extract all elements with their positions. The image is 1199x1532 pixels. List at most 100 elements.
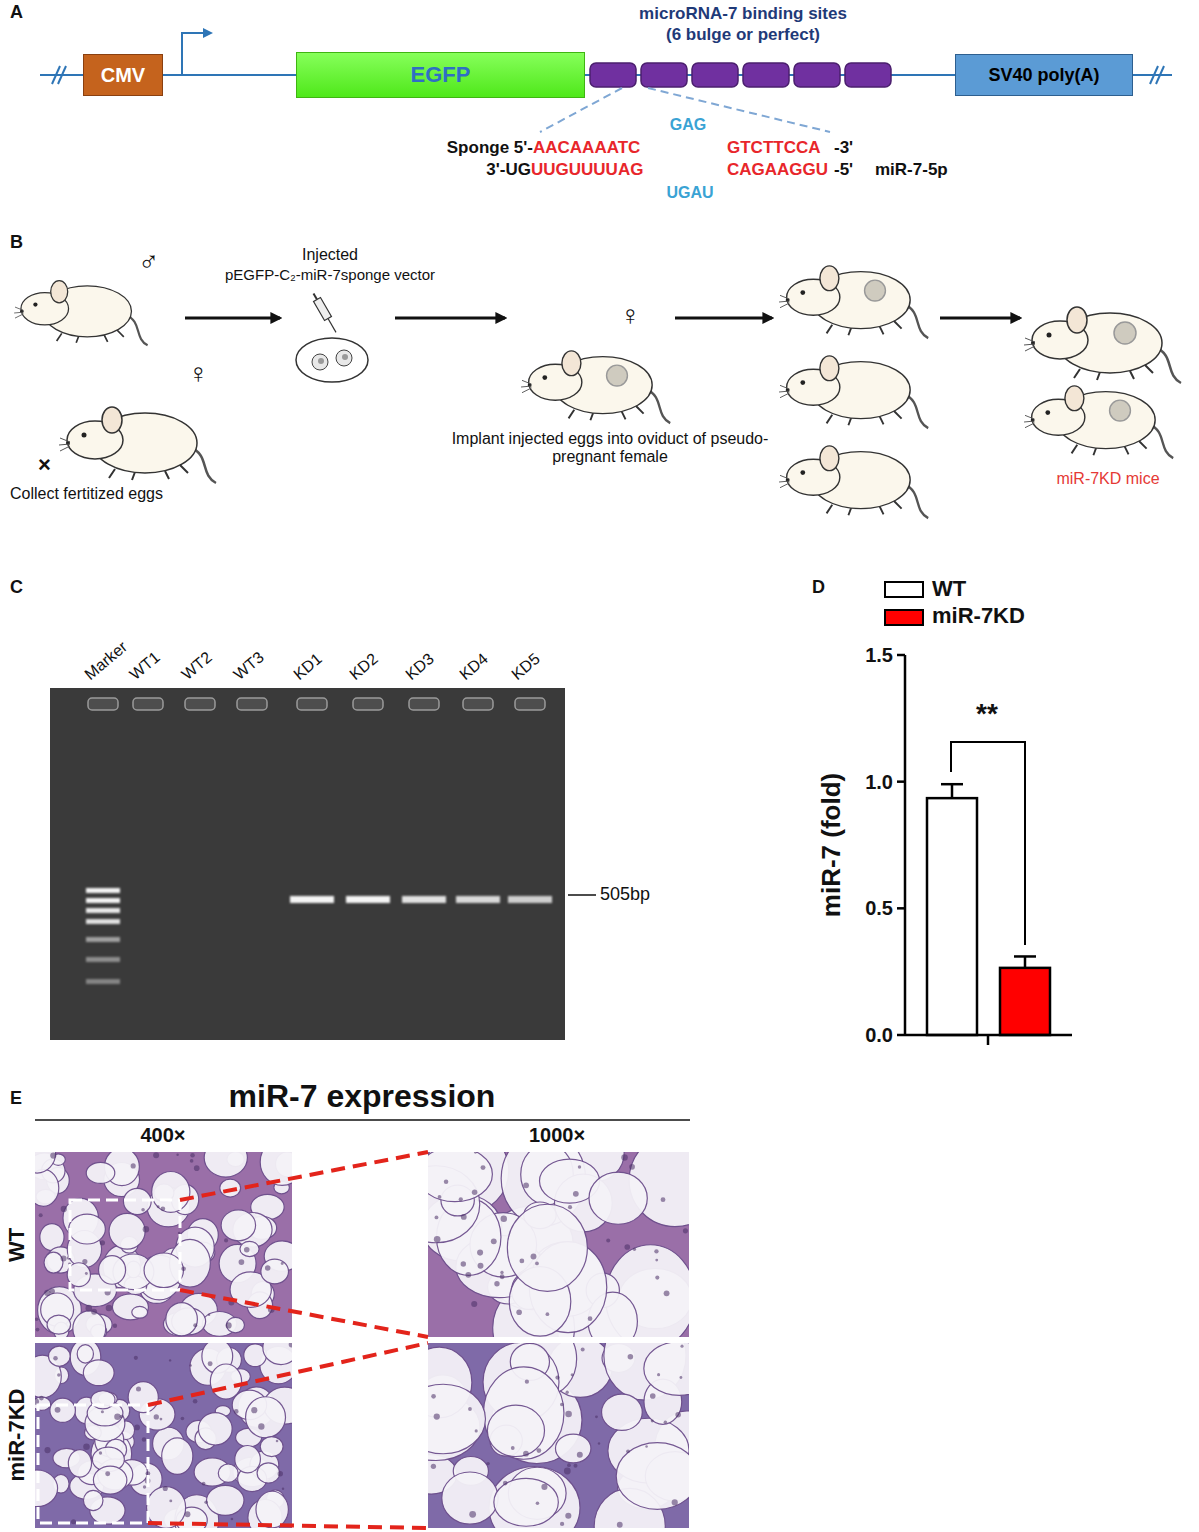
nucleus-dot [208,1313,211,1316]
fertilized-egg [336,350,352,366]
zoom-line [148,1523,428,1528]
sequence-text: GTCTTCCA [727,138,820,158]
lane-label: KD2 [346,650,382,684]
lane-label: Marker [81,638,131,684]
strand-end: Sponge 5'- [447,138,533,158]
nucleus-dot [39,1213,43,1217]
nucleus-dot [44,1290,50,1296]
gel-ground [50,688,565,1040]
nucleus-dot [194,1165,200,1171]
magnification-label: 1000× [529,1124,585,1147]
vacuole [218,1464,238,1482]
nucleus-dot [99,1451,102,1454]
nucleus-dot [595,1415,598,1418]
nucleus-dot [181,1266,186,1271]
nucleus-dot [571,1373,574,1376]
nucleus-dot [654,1249,658,1253]
lane-label: WT2 [178,648,216,684]
tick-label: 1.5 [865,644,893,667]
nucleus-dot [536,1501,540,1505]
lane-label: KD5 [508,650,544,684]
ladder-band [86,898,120,903]
nucleus-dot [565,1411,572,1418]
gel-well [133,698,163,710]
nucleus-dot [581,1347,585,1351]
vacuole [44,1252,63,1273]
zoom-box [38,1405,148,1523]
vacuole [83,1490,103,1510]
tick-label: 1.0 [865,770,893,793]
nucleus-dot [500,1271,503,1274]
syringe-plunger [314,293,318,299]
nucleus-dot [120,1415,123,1418]
nucleus-dot [537,1448,542,1453]
pcr-band [402,896,446,903]
binding-site [845,63,891,87]
mouse-ear [102,407,122,433]
nucleus-dot [204,1500,208,1504]
binding-site [692,63,738,87]
lane-label: KD3 [402,650,438,684]
vacuole [644,1343,689,1395]
vacuole [47,1315,70,1334]
nucleus-dot [282,1488,284,1490]
mouse-eye [800,470,805,475]
nucleus-dot [459,1197,463,1201]
vacuole [428,1384,485,1453]
nucleus-dot [555,1375,559,1379]
nucleus-dot [516,1309,522,1315]
gel-well [185,698,215,710]
nucleus-dot [628,1354,634,1360]
pcr-band [456,896,500,903]
vacuole [602,1394,643,1430]
nucleus-dot [141,1208,145,1212]
site-note: (6 bulge or perfect) [666,25,820,45]
nucleus-dot [472,1190,478,1196]
significance-bracket [951,742,1025,945]
gel-well [463,698,493,710]
y-tick [897,654,905,657]
nucleus-dot [657,1373,660,1376]
promoter-arrow [182,33,204,75]
mouse-whiskers [779,475,789,487]
step-label: Implant injected eggs into oviduct of ps… [440,430,780,467]
nucleus-dot [160,1206,165,1211]
error-cap [1014,955,1036,958]
bar-chart [897,655,1072,1045]
vacuole [207,1485,244,1515]
nucleus-dot [461,1261,466,1266]
vacuole [83,1360,114,1386]
panel-letter: E [10,1088,22,1109]
nucleus-dot [434,1413,440,1419]
ladder-band [86,979,120,984]
tissue-ground [35,1152,292,1337]
vector-map [40,28,1172,132]
sex-symbol: ♂ [138,246,159,278]
nucleus-dot [655,1276,659,1280]
mouse-figure [59,407,216,483]
nucleus-dot [101,1410,104,1413]
nucleus-dot [461,1214,467,1220]
nucleus-dot [566,1391,569,1394]
mouse-whiskers [59,438,70,451]
legend-text: miR-7KD [932,603,1025,628]
transgene-spot [865,280,886,301]
nucleus-dot [143,1485,146,1488]
syringe-needle [328,319,336,333]
nucleus-dot [438,1195,442,1199]
gel-well [515,698,545,710]
nucleus-dot [190,1153,194,1157]
binding-site [641,63,687,87]
zoom-box [70,1200,180,1290]
sex-symbol: ♀ [620,300,641,332]
nucleus-dot [113,1323,117,1327]
nucleus-dot [142,1437,146,1441]
vacuole [442,1472,498,1524]
vacuole [487,1405,544,1456]
vacuole [93,1466,126,1494]
fertilized-egg [312,354,328,370]
vacuole [132,1306,148,1318]
step-arrow [185,317,280,320]
panel-letter: C [10,577,23,598]
vacuole [204,1152,247,1177]
